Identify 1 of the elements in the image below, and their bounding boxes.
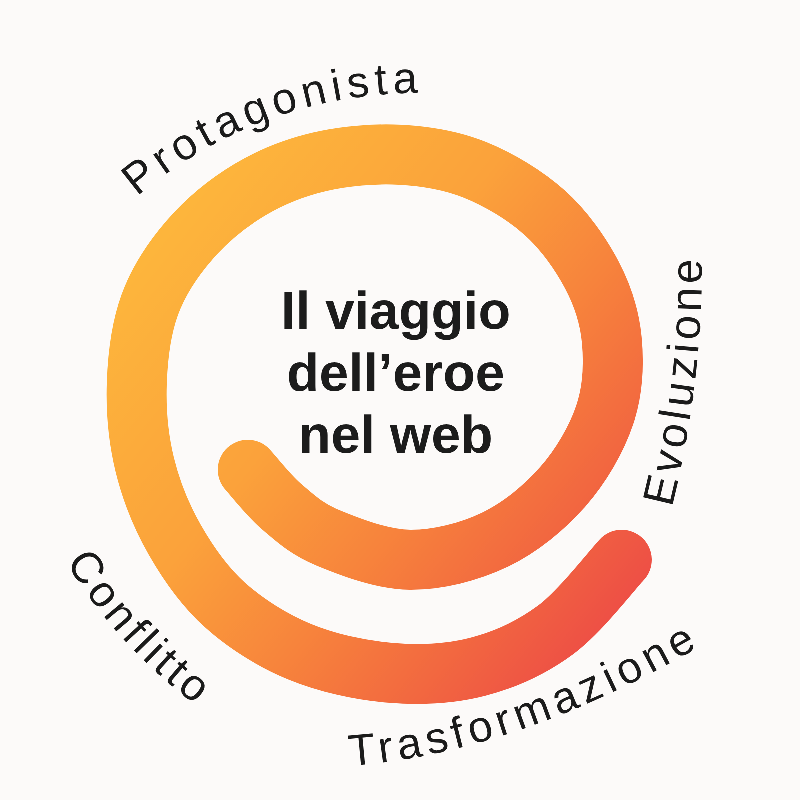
- diagram-title: Il viaggio dell’eroe nel web: [280, 281, 512, 467]
